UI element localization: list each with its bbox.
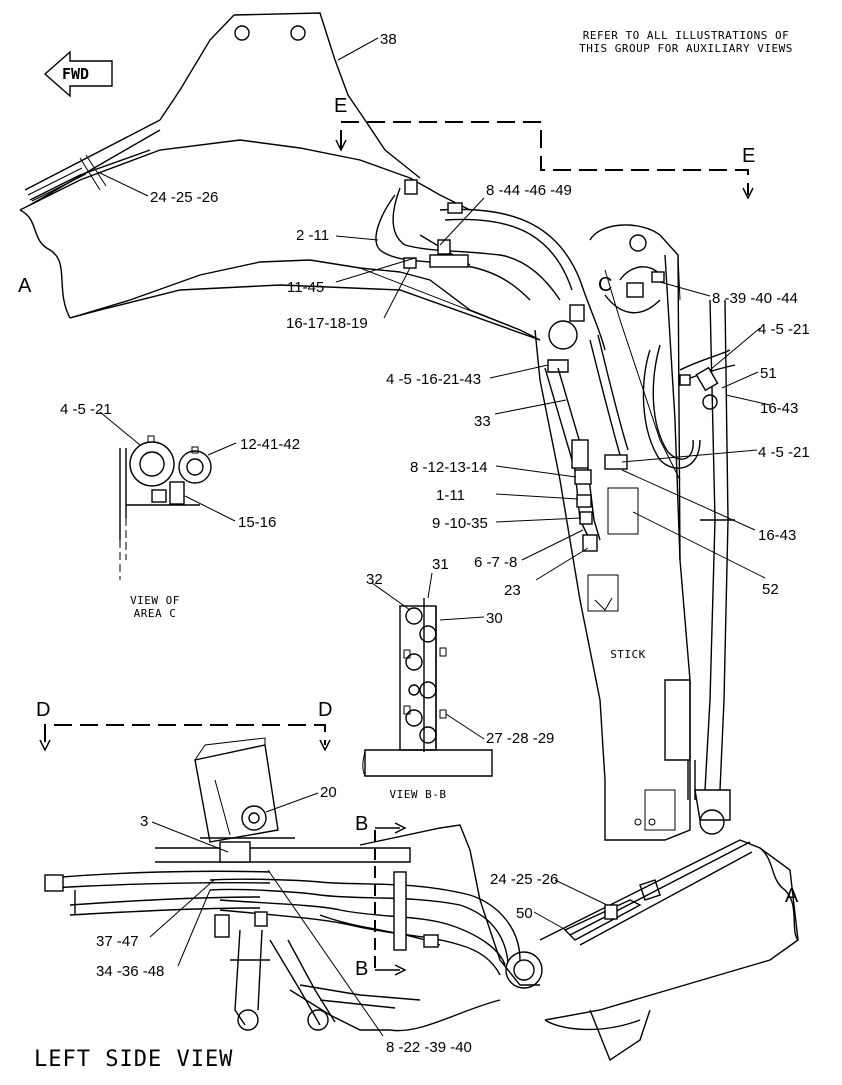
callout-3: 3 — [140, 813, 148, 830]
callout-1-11: 1-11 — [436, 487, 465, 504]
callout-33: 33 — [474, 413, 491, 430]
section-b-top: B — [355, 813, 368, 835]
lower-machine-drawing: B B A — [44, 737, 799, 1062]
callout-4-5-21-c: 4 -5 -21 — [60, 401, 112, 418]
callout-30: 30 — [486, 610, 503, 627]
callout-16-43-a: 16-43 — [760, 400, 798, 417]
header-note-line-2: THIS GROUP FOR AUXILIARY VIEWS — [579, 42, 793, 55]
callout-12-41-42: 12-41-42 — [240, 436, 300, 453]
fwd-arrow: FWD — [43, 50, 113, 98]
view-c-label-1: VIEW OF — [130, 594, 180, 607]
callout-37-47: 37 -47 — [96, 933, 139, 950]
section-c-label: C — [598, 274, 612, 296]
callout-8-22-39-40: 8 -22 -39 -40 — [386, 1039, 472, 1056]
callout-6-7-8: 6 -7 -8 — [474, 554, 517, 571]
header-note: REFER TO ALL ILLUSTRATIONS OF THIS GROUP… — [579, 29, 793, 55]
view-c-label-2: AREA C — [134, 607, 177, 620]
callouts: 38 24 -25 -26 8 -44 -46 -49 2 -11 11-45 … — [60, 31, 810, 1056]
callout-51: 51 — [760, 365, 777, 382]
callout-24-25-26-top: 24 -25 -26 — [150, 189, 218, 206]
callout-31: 31 — [432, 556, 449, 573]
section-d-lines: D D — [36, 699, 332, 752]
section-e-right: E — [742, 145, 755, 167]
callout-27-28-29: 27 -28 -29 — [486, 730, 554, 747]
callout-16-43-b: 16-43 — [758, 527, 796, 544]
section-d-right: D — [318, 699, 332, 721]
callout-16-17-18-19: 16-17-18-19 — [286, 315, 368, 332]
section-a-left: A — [18, 275, 32, 297]
section-a-right: A — [785, 885, 799, 907]
section-e-lines: E E — [334, 95, 755, 200]
callout-4-5-21-a: 4 -5 -21 — [758, 321, 810, 338]
callout-2-11: 2 -11 — [296, 227, 329, 244]
callout-20: 20 — [320, 784, 337, 801]
callout-23: 23 — [504, 582, 521, 599]
boom-upper-drawing — [19, 12, 606, 351]
view-bb-drawing: VIEW B-B — [362, 598, 493, 801]
footer-label: LEFT SIDE VIEW — [34, 1047, 233, 1072]
section-b-bottom: B — [355, 958, 368, 980]
callout-34-36-48: 34 -36 -48 — [96, 963, 164, 980]
stick-label: STICK — [610, 648, 646, 661]
section-e-left: E — [334, 95, 347, 117]
callout-15-16: 15-16 — [238, 514, 276, 531]
callout-11-45: 11-45 — [287, 279, 324, 296]
callout-50: 50 — [516, 905, 533, 922]
view-c-drawing: VIEW OF AREA C — [119, 435, 212, 620]
fwd-label: FWD — [62, 65, 89, 83]
section-d-left: D — [36, 699, 50, 721]
callout-24-25-26-bottom: 24 -25 -26 — [490, 871, 558, 888]
stick-drawing: STICK — [534, 224, 736, 841]
callout-52: 52 — [762, 581, 779, 598]
callout-8-44-46-49: 8 -44 -46 -49 — [486, 182, 572, 199]
callout-4-5-16-21-43: 4 -5 -16-21-43 — [386, 371, 481, 388]
callout-9-10-35: 9 -10-35 — [432, 515, 488, 532]
header-note-line-1: REFER TO ALL ILLUSTRATIONS OF — [583, 29, 790, 42]
callout-8-12-13-14: 8 -12-13-14 — [410, 459, 488, 476]
leader-lines — [97, 37, 771, 1037]
callout-4-5-21-b: 4 -5 -21 — [758, 444, 810, 461]
callout-38: 38 — [380, 31, 397, 48]
callout-8-39-40-44: 8 -39 -40 -44 — [712, 290, 798, 307]
callout-32: 32 — [366, 571, 383, 588]
view-bb-label: VIEW B-B — [390, 788, 447, 801]
